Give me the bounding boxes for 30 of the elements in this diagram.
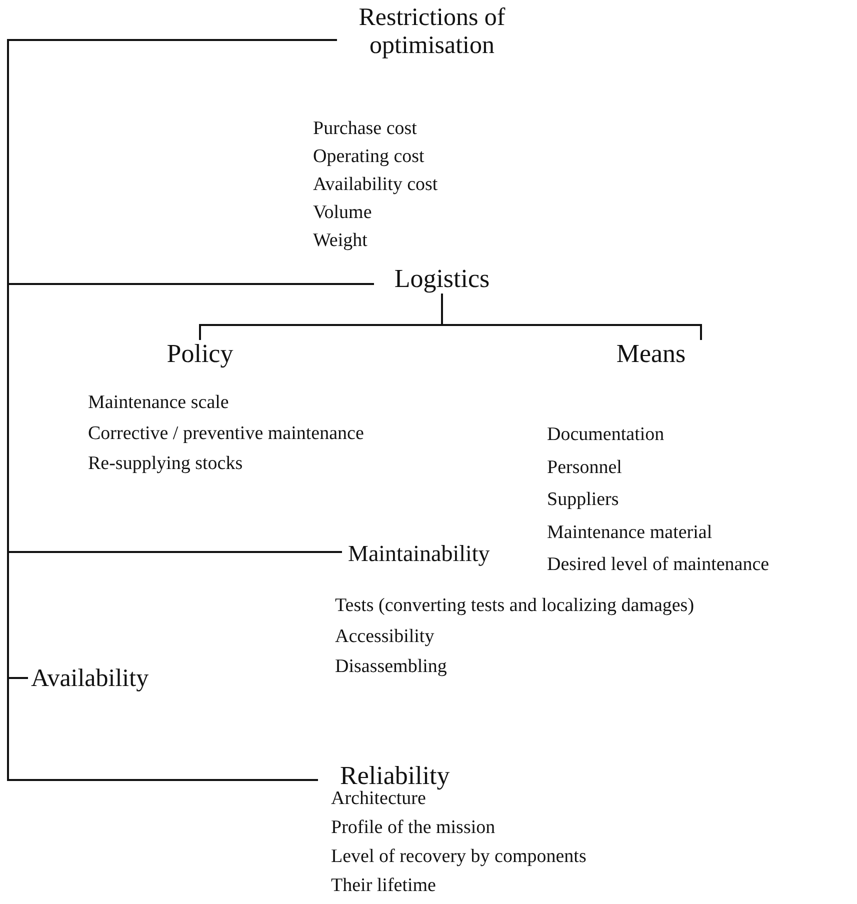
list-item: Corrective / preventive maintenance (88, 422, 364, 446)
list-item: Volume (313, 202, 372, 225)
connector-line (7, 677, 318, 781)
heading-text: Logistics (374, 265, 510, 294)
heading-text: Reliability (318, 762, 480, 791)
heading-text: Means (596, 340, 706, 369)
list-item: Architecture (331, 788, 426, 811)
list-item: Re-supplying stocks (88, 453, 243, 476)
heading-text: Restrictions of optimisation (337, 4, 527, 59)
list-item: Suppliers (547, 489, 619, 512)
heading-text: Availability (28, 665, 191, 692)
list-item: Operating cost (313, 146, 424, 169)
list-item: Availability cost (313, 174, 438, 197)
list-item: Personnel (547, 456, 622, 480)
heading-text: Maintainability (342, 541, 538, 566)
list-item: Their lifetime (331, 875, 436, 898)
list-item: Maintenance material (547, 522, 712, 544)
list-item: Documentation (547, 424, 664, 447)
list-item: Tests (converting tests and localizing damages) (335, 595, 694, 618)
list-item: Purchase cost (313, 118, 417, 141)
heading-text: Policy (140, 340, 260, 369)
list-item: Disassembling (335, 656, 447, 679)
list-item: Maintenance scale (88, 392, 229, 415)
list-item: Profile of the mission (331, 817, 496, 840)
list-item: Level of recovery by components (331, 846, 586, 869)
list-item: Weight (313, 230, 368, 253)
connector-line (7, 551, 342, 679)
list-item: Desired level of maintenance (547, 554, 770, 577)
connector-line (441, 294, 702, 340)
list-item: Accessibility (335, 626, 434, 648)
